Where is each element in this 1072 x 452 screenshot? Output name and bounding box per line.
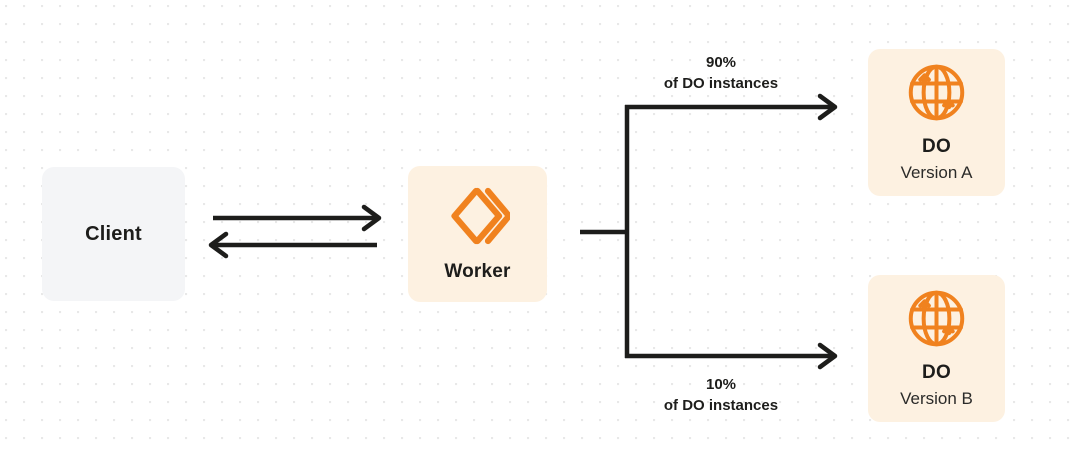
edge-label-do-b: 10% of DO instances (628, 374, 814, 417)
node-do-b-label: DO (922, 361, 951, 383)
node-do-version-a[interactable]: DO Version A (868, 49, 1005, 196)
edge-label-do-a-caption: of DO instances (663, 75, 779, 93)
node-do-a-label: DO (922, 135, 951, 157)
edge-label-do-a-percent: 90% (705, 54, 737, 71)
node-client-label: Client (85, 223, 142, 245)
node-do-version-b[interactable]: DO Version B (868, 275, 1005, 422)
edge-label-do-b-percent: 10% (705, 376, 737, 393)
edge-worker-to-client (208, 231, 377, 259)
edge-client-to-worker (213, 204, 382, 232)
edge-label-do-a: 90% of DO instances (628, 52, 814, 95)
node-worker-label: Worker (444, 260, 511, 282)
globe-icon (906, 62, 967, 123)
node-worker[interactable]: Worker (408, 166, 547, 302)
node-client[interactable]: Client (42, 167, 185, 301)
globe-icon (906, 288, 967, 349)
edge-worker-to-do-a (625, 93, 838, 121)
cloudflare-workers-icon (446, 185, 512, 247)
node-do-b-sublabel: Version B (900, 388, 973, 408)
edge-label-do-b-caption: of DO instances (663, 397, 779, 415)
node-do-a-sublabel: Version A (900, 162, 973, 182)
edge-worker-to-do-b (625, 342, 838, 370)
